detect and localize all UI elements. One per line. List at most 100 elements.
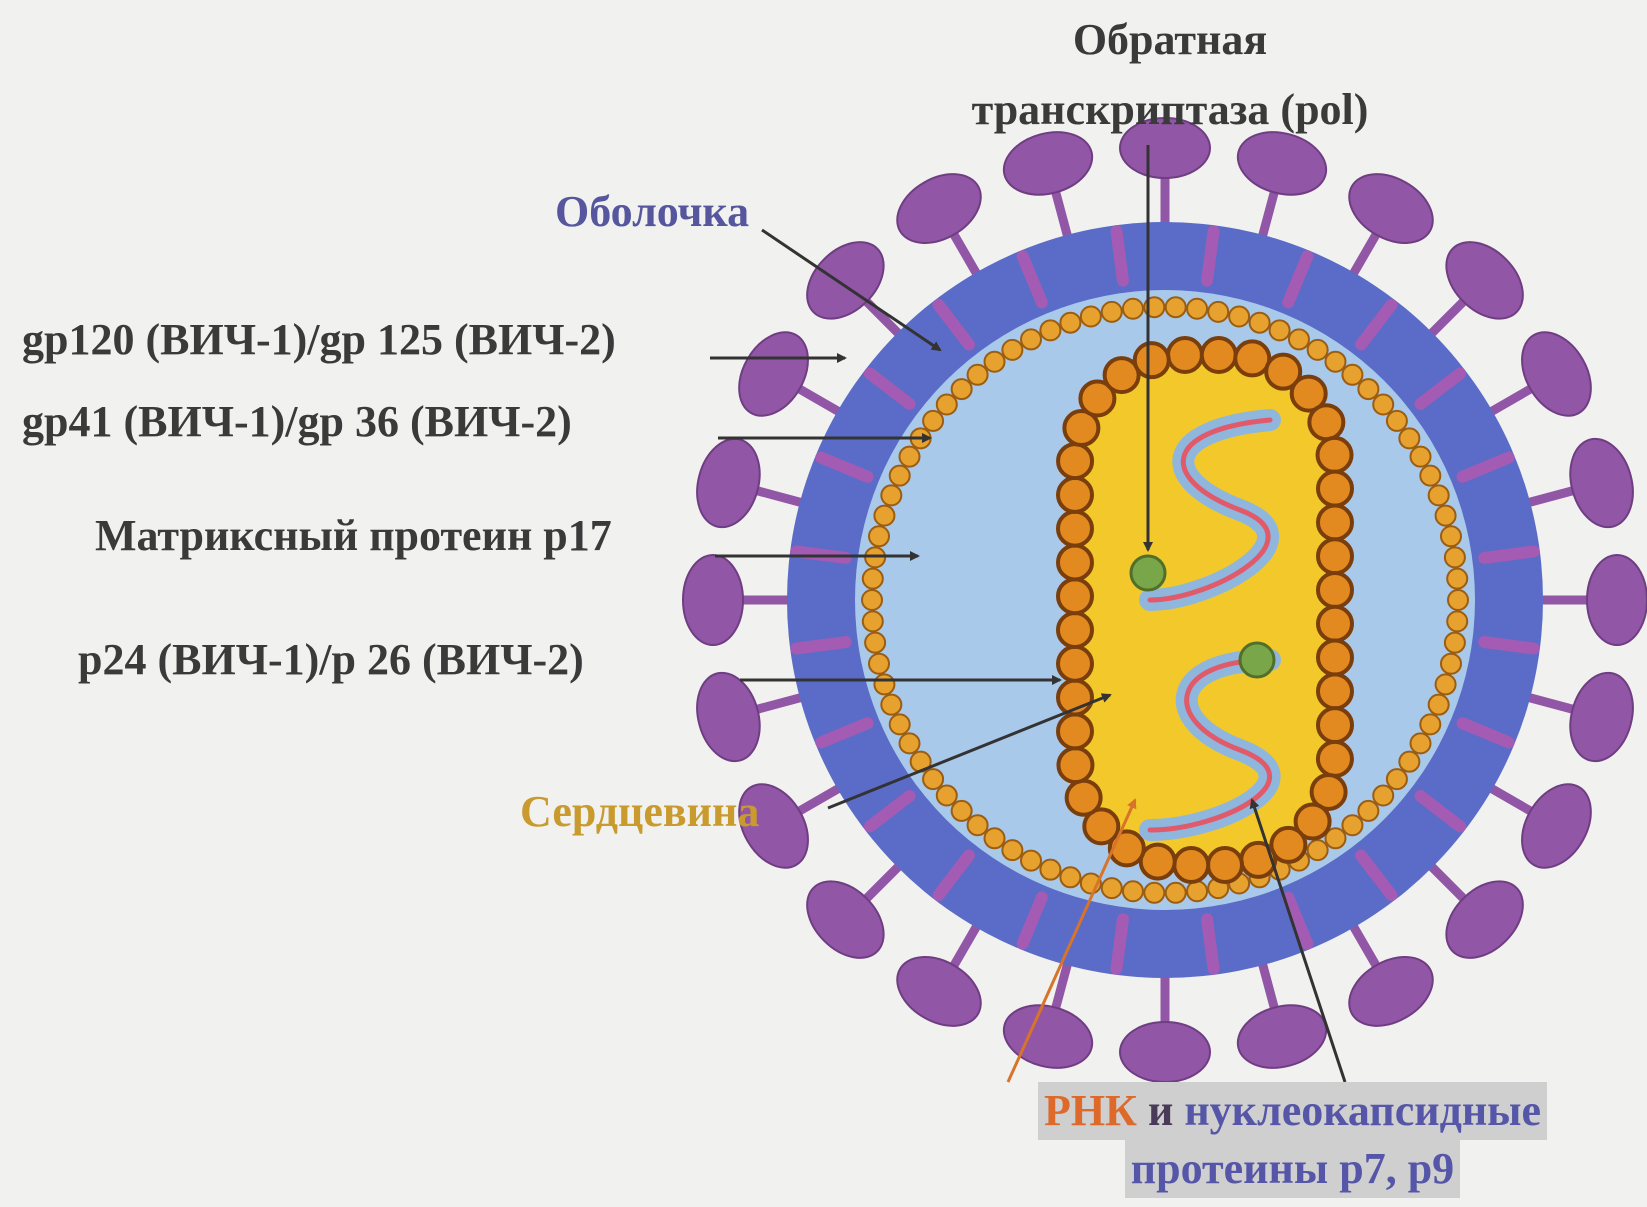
capsid-protein-bead <box>1318 742 1352 776</box>
matrix-protein-bead <box>1436 506 1456 526</box>
label-rna-line1: РНК и нуклеокапсидные <box>1038 1082 1547 1140</box>
gp120-knob <box>683 555 743 645</box>
label-reverse-transcriptase-line1: Обратная <box>900 18 1440 62</box>
capsid-protein-bead <box>1058 512 1092 546</box>
matrix-protein-bead <box>1420 714 1440 734</box>
capsid-protein-bead <box>1318 641 1352 675</box>
transmembrane-protein <box>1116 231 1123 281</box>
matrix-protein-bead <box>890 466 910 486</box>
capsid-protein-bead <box>1058 478 1092 512</box>
label-rna: РНК <box>1044 1086 1137 1135</box>
matrix-protein-bead <box>1040 320 1060 340</box>
label-gp120: gp120 (ВИЧ-1)/gp 125 (ВИЧ-2) <box>22 318 616 362</box>
label-nucleocapsid-line1: нуклеокапсидные <box>1184 1086 1541 1135</box>
capsid-protein-bead <box>1208 848 1242 882</box>
matrix-protein-bead <box>1387 769 1407 789</box>
matrix-protein-bead <box>1411 733 1431 753</box>
capsid-protein-bead <box>1318 708 1352 742</box>
capsid-protein-bead <box>1318 573 1352 607</box>
label-p24: p24 (ВИЧ-1)/p 26 (ВИЧ-2) <box>78 638 584 682</box>
matrix-protein-bead <box>881 695 901 715</box>
gp120-knob <box>997 123 1099 204</box>
gp120-knob <box>1120 1022 1210 1082</box>
label-gp41: gp41 (ВИЧ-1)/gp 36 (ВИЧ-2) <box>22 400 572 444</box>
transmembrane-protein <box>796 642 846 649</box>
capsid-protein-bead <box>1058 444 1092 478</box>
matrix-protein-bead <box>1448 590 1468 610</box>
capsid-protein-bead <box>1058 714 1092 748</box>
matrix-protein-bead <box>1021 329 1041 349</box>
matrix-protein-bead <box>1208 302 1228 322</box>
matrix-protein-bead <box>1040 860 1060 880</box>
matrix-protein-bead <box>863 611 883 631</box>
matrix-protein-bead <box>1429 695 1449 715</box>
capsid-protein-bead <box>1309 405 1343 439</box>
matrix-protein-bead <box>1166 297 1186 317</box>
matrix-protein-bead <box>1308 340 1328 360</box>
capsid-protein-bead <box>1174 848 1208 882</box>
matrix-protein-bead <box>1373 786 1393 806</box>
gp120-knob <box>1337 160 1445 257</box>
matrix-protein-bead <box>1358 379 1378 399</box>
label-nucleocapsid-line2: протеины p7, p9 <box>1125 1140 1460 1198</box>
capsid-protein-bead <box>1135 343 1169 377</box>
matrix-protein-bead <box>1447 611 1467 631</box>
matrix-protein-bead <box>899 447 919 467</box>
label-envelope: Оболочка <box>555 190 749 234</box>
capsid-protein-bead <box>1318 539 1352 573</box>
matrix-protein-bead <box>985 352 1005 372</box>
matrix-protein-bead <box>968 365 988 385</box>
capsid-protein-bead <box>1318 607 1352 641</box>
matrix-protein-bead <box>1060 313 1080 333</box>
label-rna-nucleocapsid: РНК и нуклеокапсидные протеины p7, p9 <box>955 1082 1630 1198</box>
gp120-knob <box>997 996 1099 1077</box>
matrix-protein-bead <box>1229 307 1249 327</box>
capsid-protein-bead <box>1058 748 1092 782</box>
capsid-protein-bead <box>1235 341 1269 375</box>
matrix-protein-bead <box>862 590 882 610</box>
matrix-protein-bead <box>899 733 919 753</box>
matrix-protein-bead <box>1123 881 1143 901</box>
matrix-protein-bead <box>869 526 889 546</box>
capsid-protein-bead <box>1058 613 1092 647</box>
matrix-protein-bead <box>1060 867 1080 887</box>
matrix-protein-bead <box>1187 299 1207 319</box>
matrix-protein-bead <box>874 506 894 526</box>
transmembrane-protein <box>1116 919 1123 969</box>
matrix-protein-bead <box>952 379 972 399</box>
transmembrane-protein <box>1207 919 1214 969</box>
matrix-protein-bead <box>937 394 957 414</box>
matrix-protein-bead <box>1166 883 1186 903</box>
matrix-protein-bead <box>1102 302 1122 322</box>
label-reverse-transcriptase: Обратная транскриптаза (pol) <box>900 18 1440 132</box>
matrix-protein-bead <box>923 769 943 789</box>
capsid-protein-bead <box>1141 845 1175 879</box>
capsid-protein-bead <box>1318 505 1352 539</box>
matrix-protein-bead <box>1387 411 1407 431</box>
matrix-protein-bead <box>1399 428 1419 448</box>
capsid-protein-bead <box>1058 545 1092 579</box>
matrix-protein-bead <box>863 569 883 589</box>
matrix-protein-bead <box>1021 851 1041 871</box>
matrix-protein-bead <box>952 801 972 821</box>
gp120-knob <box>1337 943 1445 1040</box>
matrix-protein-bead <box>1081 307 1101 327</box>
matrix-protein-bead <box>1342 365 1362 385</box>
label-matrix-protein: Матриксный протеин p17 <box>95 514 612 558</box>
matrix-protein-bead <box>881 485 901 505</box>
matrix-protein-bead <box>869 654 889 674</box>
capsid-protein-bead <box>1058 579 1092 613</box>
capsid-protein-bead <box>1058 647 1092 681</box>
matrix-protein-bead <box>1187 881 1207 901</box>
matrix-protein-bead <box>1445 547 1465 567</box>
capsid-protein-bead <box>1202 338 1236 372</box>
gp120-knob <box>688 432 769 534</box>
gp120-knob <box>1587 555 1647 645</box>
matrix-protein-bead <box>985 828 1005 848</box>
capsid-protein-bead <box>1241 843 1275 877</box>
matrix-protein-bead <box>1102 878 1122 898</box>
matrix-protein-bead <box>874 674 894 694</box>
capsid-protein-bead <box>1067 781 1101 815</box>
